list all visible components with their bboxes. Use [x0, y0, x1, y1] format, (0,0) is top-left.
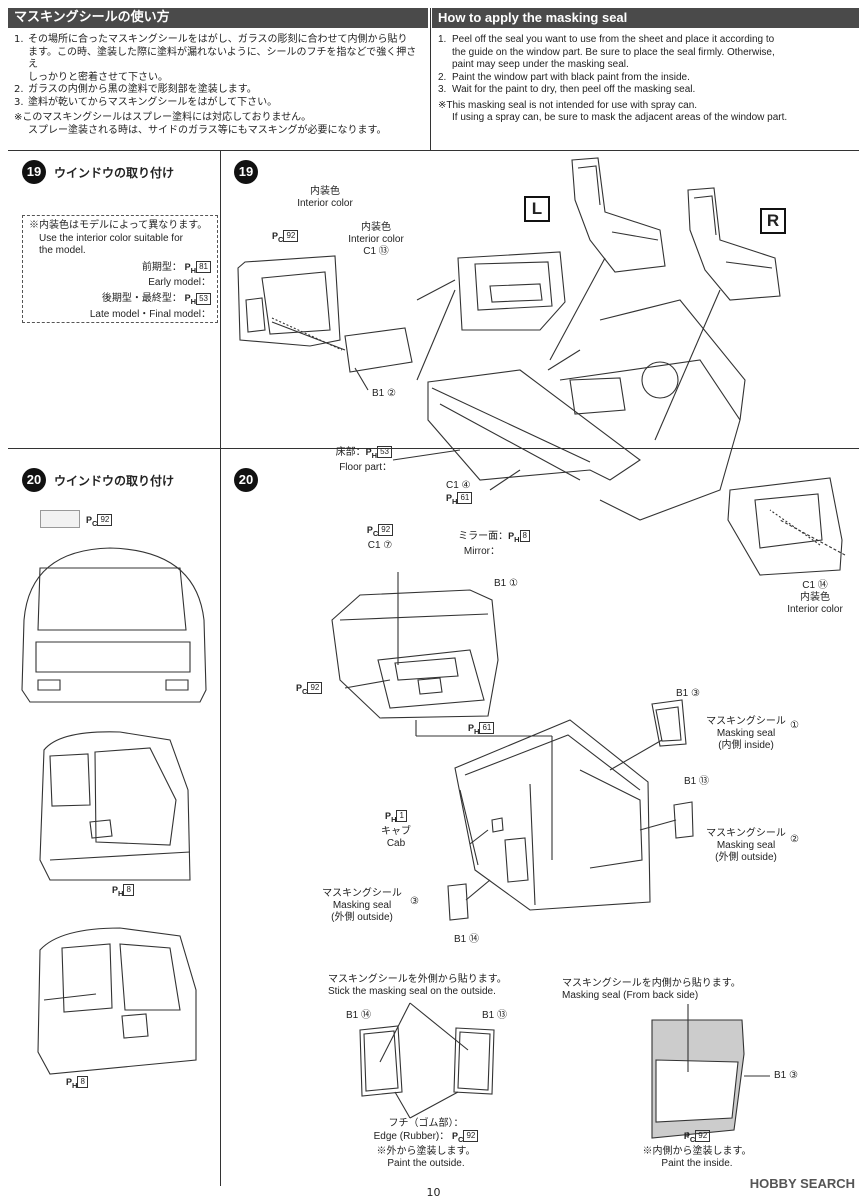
left-door-panel [457, 251, 566, 331]
en-section-title: How to apply the masking seal [432, 8, 859, 28]
step-19-number-main: 19 [234, 160, 258, 184]
seal-outside-b1-13 [453, 1027, 495, 1095]
seal-1-label: マスキングシール Masking seal (内側 inside) [706, 716, 786, 751]
seal-outside-b1-14 [359, 1025, 403, 1097]
jp-step-3: 3. 塗料が乾いてからマスキングシールをはがして下さい。 [14, 96, 278, 108]
callout-interior-label-2: 内装色 Interior color C1 ⑬ [348, 222, 404, 257]
masking-seal-2 [673, 801, 694, 839]
step-20-number-main: 20 [234, 468, 258, 492]
c1-14-label: C1 ⑭ 内装色 Interior color [787, 580, 843, 615]
b1-14-label: B1 ⑭ [454, 934, 480, 945]
step-19-title: ウインドウの取り付け [54, 166, 175, 180]
seal-1-number: ① [790, 720, 799, 731]
interior-color-info: ※内装色はモデルによって異なります。 Use the interior colo… [22, 215, 218, 323]
bottom-b1-13: B1 ⑬ [482, 1010, 508, 1021]
left-side-marker: L [524, 196, 550, 222]
interior-color-label: 内装色 Interior color [297, 186, 353, 209]
seat-left [571, 157, 666, 273]
seat-right [687, 187, 781, 301]
jp-step-2: 2. ガラスの内側から黒の塗料で彫刻部を塗装します。 [14, 84, 257, 95]
inside-instruction: マスキングシールを内側から貼ります。 Masking seal (From ba… [562, 978, 741, 1001]
b1-1-label: B1 ① [494, 578, 518, 589]
seal-inside-b1-3 [651, 1019, 745, 1139]
door-panel-callout [237, 255, 413, 373]
seal-3-label: マスキングシール Masking seal (外側 outside) [322, 888, 402, 923]
seal-3-number: ③ [410, 896, 419, 907]
page-number: 10 [426, 1186, 441, 1199]
seal-2-label: マスキングシール Masking seal (外側 outside) [706, 828, 786, 863]
outside-instruction: マスキングシールを外側から貼ります。 Stick the masking sea… [328, 974, 507, 997]
cab-front-view [21, 547, 207, 703]
right-side-marker: R [760, 208, 786, 234]
header-divider [8, 150, 859, 151]
callout-b1-part: B1 ② [372, 388, 396, 399]
step-20-number-left: 20 [22, 468, 46, 492]
masking-seal-3 [447, 883, 469, 921]
step-divider [8, 448, 859, 449]
jp-instructions: 1. その場所に合ったマスキングシールをはがし、ガラスの彫刻に合わせて内側から貼… [14, 34, 426, 137]
column-divider [220, 150, 221, 1186]
floor-part [427, 299, 746, 521]
dash-tub [331, 589, 499, 719]
color-swatch [40, 510, 80, 528]
cab-shell [454, 719, 651, 911]
jp-step-1: 1. その場所に合ったマスキングシールをはがし、ガラスの彫刻に合わせて内側から貼… [14, 34, 417, 83]
en-step-3: 3. Wait for the paint to dry, then peel … [438, 84, 696, 95]
masking-seal-1 [651, 699, 687, 747]
step-20-title: ウインドウの取り付け [54, 474, 175, 488]
jp-section-title: マスキングシールの使い方 [8, 8, 428, 28]
en-instructions: 1. Peel off the seal you want to use fro… [438, 34, 858, 125]
en-note: ※This masking seal is not intended for u… [438, 99, 788, 124]
jp-note: ※このマスキングシールはスプレー塗料には対応しておりません。 スプレー塗装される… [14, 112, 387, 136]
b1-3-label: B1 ③ [676, 688, 700, 699]
en-step-2: 2. Paint the window part with black pain… [438, 71, 690, 83]
bottom-b1-14: B1 ⑭ [346, 1010, 372, 1021]
right-door-panel [727, 477, 843, 576]
cab-rear-view [37, 927, 197, 1075]
en-step-1: 1. Peel off the seal you want to use fro… [438, 34, 775, 70]
watermark-logo: HOBBY SEARCH [749, 1176, 855, 1191]
b1-13-label: B1 ⑬ [684, 776, 710, 787]
header-split [430, 8, 431, 150]
cab-side-view [39, 731, 191, 881]
step-19-number-left: 19 [22, 160, 46, 184]
bottom-b1-3: B1 ③ [774, 1070, 798, 1081]
seal-2-number: ② [790, 834, 799, 845]
